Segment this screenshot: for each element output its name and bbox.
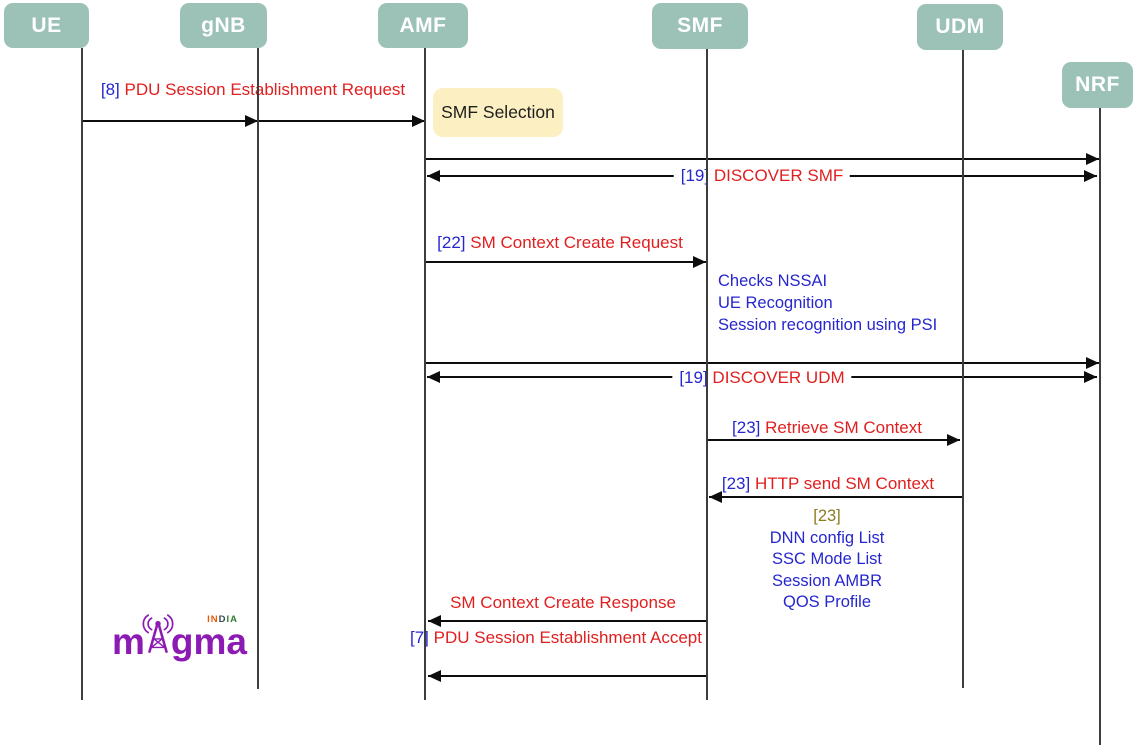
arrow-amf-to-nrf-udm-query-line — [425, 362, 1099, 364]
actor-ue: UE — [4, 3, 89, 48]
note-smf-checks-line-2: Session recognition using PSI — [718, 316, 938, 334]
magma-logo: INDIA m gma — [112, 602, 247, 660]
label-pdu-session-request-seg-1: PDU Session Establishment Request — [119, 80, 406, 100]
smf-selection-callout: SMF Selection — [433, 88, 563, 137]
arrow-discover-udm-arrowhead-left — [427, 371, 440, 383]
magma-india-seg-0: IN — [207, 614, 219, 625]
note-sm-context-params-line-0: [23] — [813, 507, 841, 525]
arrow-pdu-session-accept-line — [428, 675, 707, 677]
arrow-ue-to-gnb-line — [82, 120, 258, 122]
arrow-sm-context-create-request-arrowhead-right — [693, 256, 706, 268]
label-discover-udm: [19] DISCOVER UDM — [672, 368, 852, 388]
label-sm-context-create-response: SM Context Create Response — [450, 593, 676, 613]
actor-amf: AMF — [378, 3, 468, 48]
magma-india-seg-1: D — [218, 614, 227, 625]
actor-nrf: NRF — [1062, 62, 1133, 108]
label-retrieve-sm-context-seg-0: [23] — [732, 418, 761, 438]
magma-india-label: INDIA — [207, 614, 238, 625]
arrow-discover-smf-arrowhead-left — [427, 170, 440, 182]
magma-india-seg-2: IA — [226, 614, 238, 625]
arrow-discover-smf-arrowhead-right — [1084, 170, 1097, 182]
label-pdu-session-accept-seg-0: [7] — [410, 628, 429, 648]
note-sm-context-params-line-2: SSC Mode List — [771, 550, 883, 568]
label-sm-context-create-request-seg-1: SM Context Create Request — [465, 233, 683, 253]
label-sm-context-create-response-seg-0: SM Context Create Response — [450, 593, 676, 613]
arrow-discover-udm-arrowhead-right — [1084, 371, 1097, 383]
arrow-gnb-to-amf-arrowhead-right — [412, 115, 425, 127]
label-discover-udm-seg-1: DISCOVER UDM — [707, 368, 845, 388]
arrow-retrieve-sm-context-line — [708, 439, 960, 441]
label-pdu-session-request-seg-0: [8] — [100, 80, 120, 100]
arrow-sm-context-create-response-arrowhead-left — [428, 615, 441, 627]
label-discover-smf: [19] DISCOVER SMF — [673, 166, 851, 186]
note-smf-checks-line-1: UE Recognition — [718, 294, 833, 312]
label-retrieve-sm-context: [23] Retrieve SM Context — [732, 418, 922, 438]
note-smf-checks-line-0: Checks NSSAI — [718, 272, 828, 290]
label-discover-smf-seg-0: [19] — [680, 166, 710, 186]
arrow-amf-to-nrf-smf-query-line — [425, 158, 1099, 160]
arrow-retrieve-sm-context-arrowhead-right — [947, 434, 960, 446]
label-retrieve-sm-context-seg-1: Retrieve SM Context — [760, 418, 922, 438]
label-http-send-sm-context-seg-0: [23] — [721, 474, 751, 494]
radio-tower-icon — [142, 614, 174, 653]
arrow-http-send-sm-context-line — [709, 496, 963, 498]
arrow-sm-context-create-response-line — [428, 620, 707, 622]
note-sm-context-params-line-3: Session AMBR — [771, 571, 883, 590]
note-sm-context-params-line-1: DNN config List — [769, 528, 885, 547]
arrow-amf-to-nrf-smf-query-arrowhead-right — [1086, 153, 1099, 165]
actor-udm: UDM — [917, 4, 1003, 50]
actor-gnb: gNB — [180, 3, 267, 48]
actor-smf: SMF — [652, 3, 748, 49]
label-discover-smf-seg-1: DISCOVER SMF — [709, 166, 844, 186]
lifeline-smf — [706, 49, 708, 700]
lifeline-gnb — [257, 48, 259, 689]
label-http-send-sm-context: [23] HTTP send SM Context — [722, 474, 934, 494]
label-discover-udm-seg-0: [19] — [679, 368, 708, 388]
lifeline-ue — [81, 48, 83, 700]
arrow-pdu-session-accept-arrowhead-left — [428, 670, 441, 682]
lifeline-amf — [424, 48, 426, 700]
arrow-ue-to-gnb-arrowhead-right — [245, 115, 258, 127]
label-pdu-session-request: [8] PDU Session Establishment Request — [101, 80, 405, 100]
label-pdu-session-accept-seg-1: PDU Session Establishment Accept — [428, 628, 702, 648]
lifeline-nrf — [1099, 108, 1101, 745]
arrow-sm-context-create-request-line — [425, 261, 706, 263]
label-sm-context-create-request-seg-0: [22] — [437, 233, 466, 253]
note-sm-context-params-line-4: QOS Profile — [782, 593, 872, 611]
arrow-gnb-to-amf-line — [258, 120, 425, 122]
magma-word-suffix: gma — [170, 621, 247, 662]
label-pdu-session-accept: [7] PDU Session Establishment Accept — [410, 628, 702, 648]
magma-wordmark: m gma — [112, 610, 247, 660]
arrow-http-send-sm-context-arrowhead-left — [709, 491, 722, 503]
label-http-send-sm-context-seg-1: HTTP send SM Context — [750, 474, 935, 494]
lifeline-udm — [962, 50, 964, 688]
arrow-amf-to-nrf-udm-query-arrowhead-right — [1086, 357, 1099, 369]
label-sm-context-create-request: [22] SM Context Create Request — [437, 233, 683, 253]
magma-word-prefix: m — [112, 621, 145, 662]
